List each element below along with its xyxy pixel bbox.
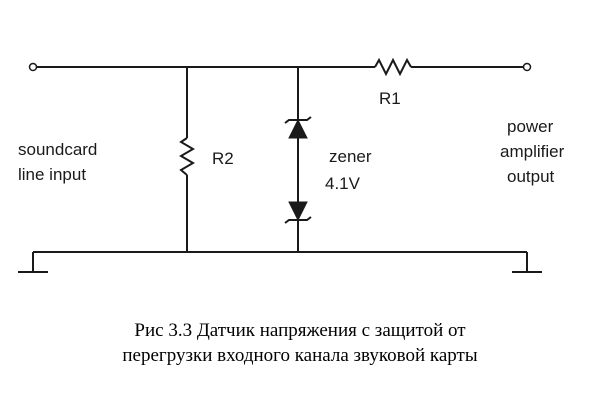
- caption-line-2: перегрузки входного канала звуковой карт…: [122, 345, 478, 366]
- resistor-r2: [179, 137, 195, 176]
- label-r1: R1: [379, 89, 401, 108]
- resistor-r1: [374, 57, 412, 77]
- label-input-line1: soundcard: [18, 140, 97, 159]
- label-zener-name: zener: [329, 147, 372, 166]
- figure-caption: Рис 3.3 Датчик напряжения с защитой от п…: [0, 318, 600, 368]
- circuit-schematic: R1 R2 zener 4.1V soundcard line input po…: [18, 57, 565, 273]
- label-zener-voltage: 4.1V: [325, 174, 361, 193]
- zener-diode-lower: [284, 201, 312, 224]
- zener-diode-upper: [284, 116, 312, 139]
- ground-symbol-left: [18, 252, 48, 273]
- label-output-line3: output: [507, 167, 555, 186]
- ground-symbol-right: [512, 252, 542, 273]
- label-input-line2: line input: [18, 165, 86, 184]
- label-r2: R2: [212, 149, 234, 168]
- label-output-line2: amplifier: [500, 142, 565, 161]
- input-terminal: [28, 62, 38, 72]
- label-output-line1: power: [507, 117, 554, 136]
- caption-line-1: Рис 3.3 Датчик напряжения с защитой от: [134, 320, 466, 341]
- output-terminal: [522, 62, 532, 72]
